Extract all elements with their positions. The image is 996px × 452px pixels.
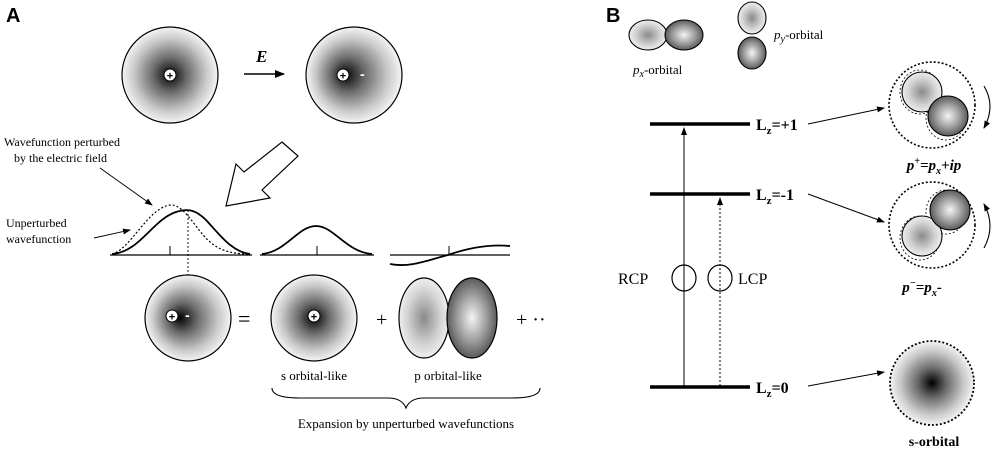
p-orbital-like-label: p orbital-like — [414, 368, 482, 383]
panel-a-label: A — [6, 5, 20, 27]
pointer-arrow-zero — [807, 370, 885, 387]
pointer-arrow-plus1 — [807, 106, 885, 125]
nucleus-plus-icon: + — [307, 309, 321, 324]
perturbed-atom: + - — [305, 26, 403, 124]
hollow-arrow-icon — [225, 141, 299, 207]
px-orbital-label: px-orbital — [632, 62, 683, 80]
ellipsis-terms: + ·· — [516, 309, 546, 331]
nucleus-plus-sign: + — [169, 312, 175, 324]
p-orbital-term — [398, 277, 498, 359]
panel-b: B px-orbital py-orbital Lz=+1 Lz=-1 Lz=0… — [606, 1, 991, 450]
nucleus-plus-sign: + — [340, 71, 346, 83]
level-plus1-label: Lz=+1 — [756, 117, 798, 137]
plus-sign-term: + — [376, 309, 387, 331]
s-orbital-like-label: s orbital-like — [281, 368, 347, 383]
nucleus-plus-icon: + — [336, 68, 350, 83]
rcp-label: RCP — [618, 271, 648, 288]
panel-b-label: B — [606, 5, 620, 27]
p-minus-orbital-icon — [888, 181, 991, 269]
electron-minus-sign: - — [185, 307, 190, 323]
py-orbital-icon — [737, 1, 767, 70]
electric-field-label: E — [255, 47, 267, 66]
nucleus-plus-sign: + — [311, 312, 317, 324]
nucleus-plus-sign: + — [167, 71, 173, 83]
level-minus1-label: Lz=-1 — [756, 187, 794, 207]
lcp-circular-icon — [707, 264, 733, 292]
unperturbed-atom: + — [121, 26, 219, 124]
px-orbital-icon — [628, 19, 704, 51]
py-orbital-label: py-orbital — [773, 27, 824, 45]
expansion-label: Expansion by unperturbed wavefunctions — [298, 416, 514, 431]
annotation-unperturbed-pointer — [93, 228, 131, 239]
wavefunction-plot-perturbed — [110, 204, 252, 300]
p-plus-label: p+=px+ip — [905, 156, 962, 177]
nucleus-plus-icon: + — [163, 68, 177, 83]
s-orbital-term: + — [270, 274, 358, 362]
level-zero-label: Lz=0 — [756, 380, 789, 400]
annotation-unperturbed-line1: Unperturbed — [6, 216, 67, 230]
wavefunction-plot-p — [389, 244, 511, 266]
annotation-perturbed-line2: by the electric field — [14, 151, 107, 165]
s-orbital-icon — [889, 340, 975, 426]
annotation-unperturbed-line2: wavefunction — [6, 232, 71, 246]
p-minus-label: p−=px- — [900, 278, 942, 299]
rcp-circular-icon — [671, 264, 697, 292]
polarized-atom: + - — [144, 274, 232, 362]
annotation-perturbed-line1: Wavefunction perturbed — [4, 135, 120, 149]
electron-minus-sign: - — [360, 66, 365, 82]
expansion-brace — [271, 387, 541, 410]
nucleus-plus-icon: + — [165, 309, 179, 324]
s-orbital-label: s-orbital — [909, 435, 960, 450]
annotation-perturbed-pointer — [99, 167, 153, 206]
lcp-label: LCP — [738, 271, 767, 288]
equals-sign: = — [238, 306, 250, 331]
pointer-arrow-minus1 — [807, 193, 885, 223]
panel-a: A + E + - Wavefunction perturbed — [4, 5, 546, 431]
wavefunction-plot-s — [260, 225, 374, 256]
electric-field-arrow: E — [244, 47, 285, 78]
p-plus-orbital-icon — [888, 61, 991, 149]
